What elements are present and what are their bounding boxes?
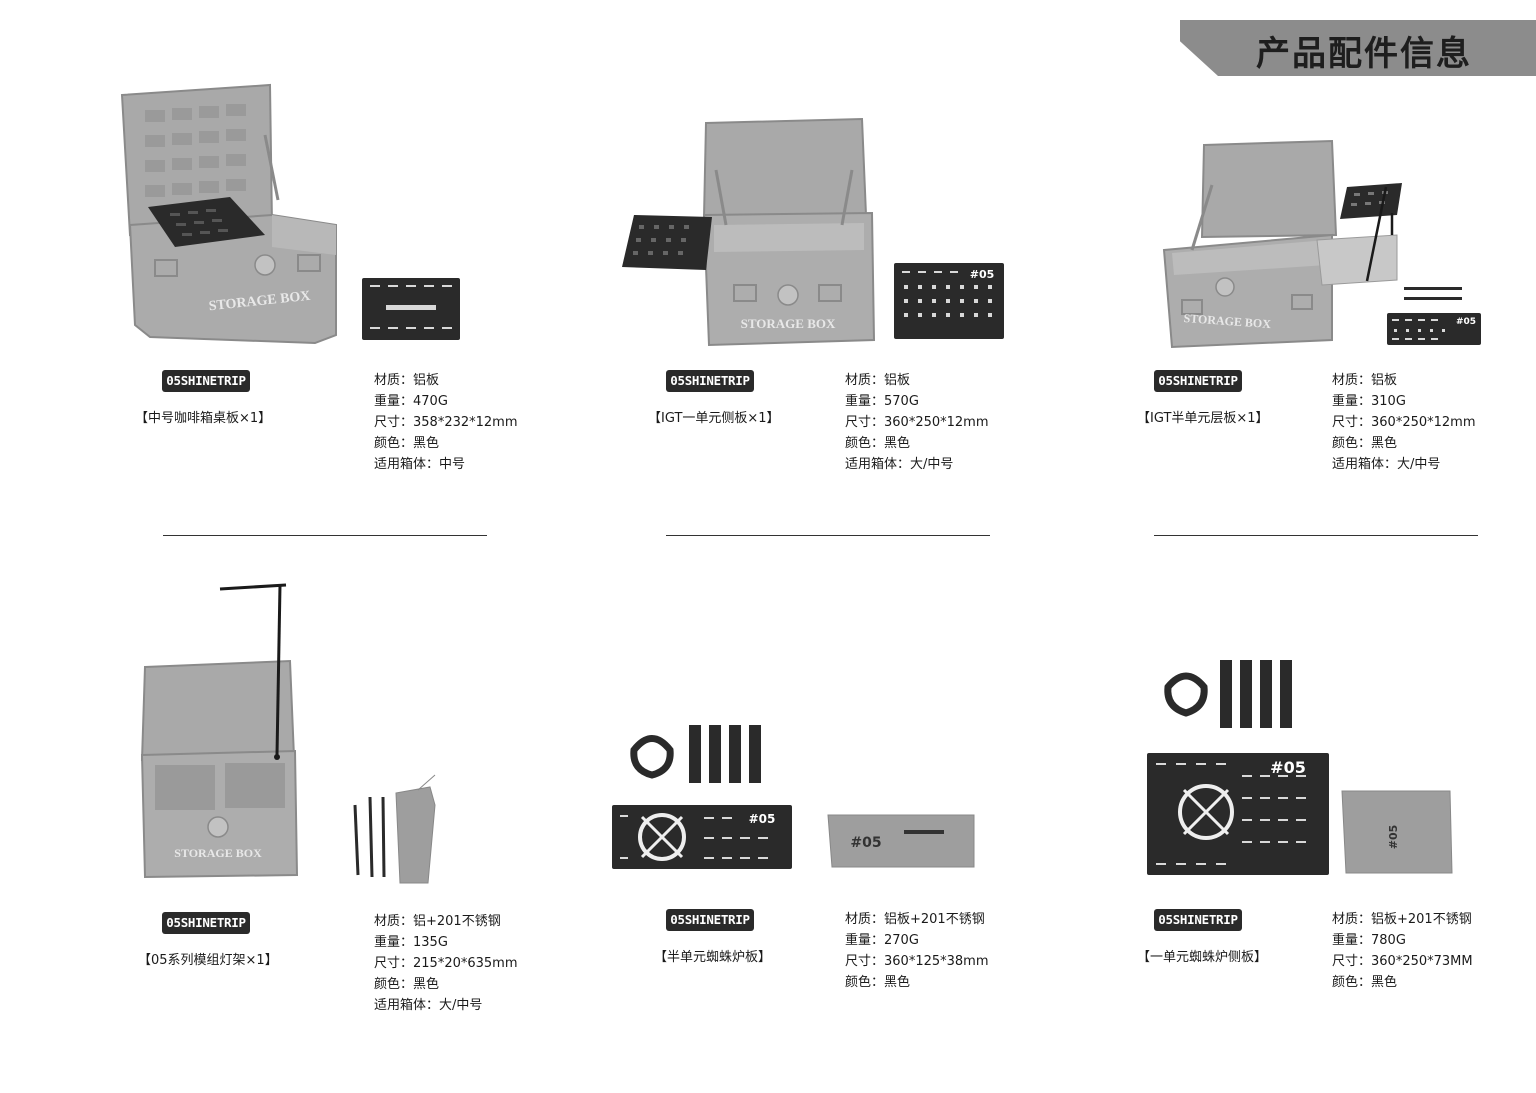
spec-compatible: 适用箱体：大/中号 — [374, 998, 483, 1013]
box-print-label: STORAGE BOX — [174, 846, 262, 860]
brand-logo: 05SHINETRIP — [1154, 909, 1242, 931]
product-specs: 材质：铝板 重量：470G 尺寸：358*232*12mm 颜色：黑色 适用箱体… — [374, 370, 518, 475]
spec-material: 材质：铝板 — [1332, 373, 1398, 388]
product-card-igt-full-side-panel: STORAGE BOX #05 05SHINETRIP 【IGT一单元侧板×1】… — [604, 75, 1084, 545]
brand-logo: 05SHINETRIP — [1154, 370, 1242, 392]
spec-material: 材质：铝板+201不锈钢 — [845, 912, 985, 927]
product-name: 【IGT一单元侧板×1】 — [648, 411, 780, 426]
spec-material: 材质：铝板 — [845, 373, 911, 388]
panel-mark-label: #05 — [749, 812, 776, 826]
spec-weight: 重量：135G — [374, 935, 448, 950]
product-illustration-box-with-shelf: STORAGE BOX #05 — [1162, 139, 1481, 349]
pouch-mark-label: #05 — [1387, 825, 1400, 850]
box-print-label: STORAGE BOX — [741, 316, 836, 331]
product-illustration-box-with-table: STORAGE BOX — [120, 83, 460, 345]
spec-material: 材质：铝板+201不锈钢 — [1332, 912, 1472, 927]
panel-mark-label: #05 — [970, 268, 995, 281]
spec-weight: 重量：270G — [845, 933, 919, 948]
product-image-group: STORAGE BOX — [100, 75, 580, 375]
product-specs: 材质：铝板 重量：570G 尺寸：360*250*12mm 颜色：黑色 适用箱体… — [845, 370, 989, 475]
product-illustration-spider-stove-full: #05 #05 — [1147, 660, 1453, 875]
spec-material: 材质：铝板 — [374, 373, 440, 388]
spec-compatible: 适用箱体：大/中号 — [1332, 457, 1441, 472]
product-specs: 材质：铝+201不锈钢 重量：135G 尺寸：215*20*635mm 颜色：黑… — [374, 911, 518, 1016]
product-image-group: STORAGE BOX #05 — [1092, 75, 1536, 375]
section-divider — [666, 535, 990, 536]
section-divider — [163, 535, 487, 536]
brand-logo: 05SHINETRIP — [162, 912, 250, 934]
product-name: 【IGT半单元层板×1】 — [1137, 411, 1269, 426]
brand-logo: 05SHINETRIP — [162, 370, 250, 392]
brand-logo: 05SHINETRIP — [666, 370, 754, 392]
product-image-group: #05 #05 — [1092, 575, 1536, 875]
spec-color: 颜色：黑色 — [1332, 975, 1398, 990]
product-card-full-spider-stove-side-panel: #05 #05 05SHINETRIP 【一单元蜘蛛炉侧板】 材质：铝板+201… — [1092, 575, 1536, 1045]
product-card-coffee-table-board: STORAGE BOX 05SHINETRIP 【中号咖啡箱桌板×1】 材质：铝… — [100, 75, 580, 545]
spec-material: 材质：铝+201不锈钢 — [374, 914, 501, 929]
product-illustration-box-with-light-stand: STORAGE BOX — [140, 583, 436, 884]
product-card-half-spider-stove-board: #05 #05 05SHINETRIP 【半单元蜘蛛炉板】 材质：铝板+201不… — [604, 575, 1084, 1045]
section-divider — [1154, 535, 1478, 536]
spec-size: 尺寸：360*250*73MM — [1332, 954, 1473, 969]
spec-color: 颜色：黑色 — [1332, 436, 1398, 451]
spec-color: 颜色：黑色 — [374, 436, 440, 451]
brand-logo: 05SHINETRIP — [666, 909, 754, 931]
spec-color: 颜色：黑色 — [845, 436, 911, 451]
spec-size: 尺寸：360*125*38mm — [845, 954, 989, 969]
product-illustration-spider-stove-half: #05 #05 — [612, 725, 975, 869]
spec-compatible: 适用箱体：中号 — [374, 457, 466, 472]
spec-color: 颜色：黑色 — [374, 977, 440, 992]
page-title: 产品配件信息 — [1256, 34, 1472, 74]
spec-size: 尺寸：360*250*12mm — [1332, 415, 1476, 430]
panel-mark-label: #05 — [1456, 317, 1476, 327]
spec-size: 尺寸：360*250*12mm — [845, 415, 989, 430]
product-name: 【一单元蜘蛛炉侧板】 — [1137, 950, 1268, 965]
product-image-group: STORAGE BOX — [100, 575, 580, 884]
spec-weight: 重量：470G — [374, 394, 448, 409]
product-image-group: #05 #05 — [604, 575, 1084, 875]
product-illustration-box-with-side-panel: STORAGE BOX #05 — [622, 117, 1004, 347]
spec-size: 尺寸：358*232*12mm — [374, 415, 518, 430]
panel-mark-label: #05 — [1270, 758, 1306, 777]
spec-size: 尺寸：215*20*635mm — [374, 956, 518, 971]
spec-weight: 重量：780G — [1332, 933, 1406, 948]
product-specs: 材质：铝板+201不锈钢 重量：270G 尺寸：360*125*38mm 颜色：… — [845, 909, 989, 993]
product-specs: 材质：铝板+201不锈钢 重量：780G 尺寸：360*250*73MM 颜色：… — [1332, 909, 1473, 993]
spec-compatible: 适用箱体：大/中号 — [845, 457, 954, 472]
product-name: 【半单元蜘蛛炉板】 — [654, 950, 772, 965]
pouch-mark-label: #05 — [850, 835, 881, 851]
box-print-label: STORAGE BOX — [1183, 311, 1272, 331]
product-specs: 材质：铝板 重量：310G 尺寸：360*250*12mm 颜色：黑色 适用箱体… — [1332, 370, 1476, 475]
spec-color: 颜色：黑色 — [845, 975, 911, 990]
product-card-igt-half-shelf: STORAGE BOX #05 05SHINETRIP 【IGT — [1092, 75, 1536, 545]
spec-weight: 重量：570G — [845, 394, 919, 409]
product-name: 【中号咖啡箱桌板×1】 — [135, 411, 272, 426]
product-card-modular-light-stand: STORAGE BOX 05SHINETRIP 【05系列模组灯架×1】 材质：… — [100, 575, 580, 1045]
spec-weight: 重量：310G — [1332, 394, 1406, 409]
product-image-group: STORAGE BOX #05 — [604, 75, 1084, 375]
product-name: 【05系列模组灯架×1】 — [138, 953, 278, 968]
header-banner: 产品配件信息 — [1180, 20, 1536, 76]
